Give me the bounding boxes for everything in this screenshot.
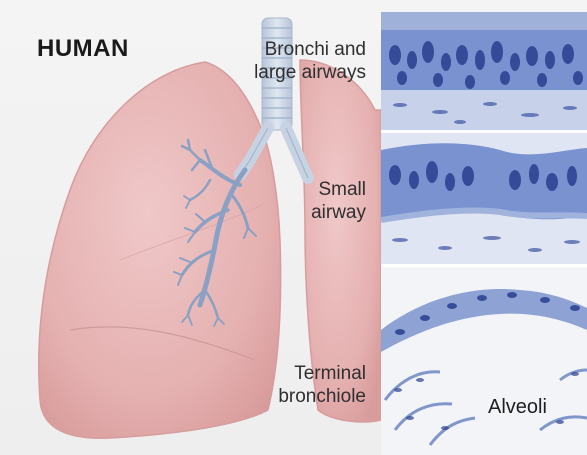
label-terminal-line2: bronchiole bbox=[278, 385, 366, 408]
label-bronchi: Bronchi and large airways bbox=[254, 38, 366, 84]
label-bronchi-line1: Bronchi and bbox=[254, 38, 366, 61]
label-small-line1: Small bbox=[311, 178, 366, 201]
label-alveoli: Alveoli bbox=[488, 396, 547, 419]
left-lung bbox=[39, 62, 281, 438]
label-terminal-line1: Terminal bbox=[278, 362, 366, 385]
label-bronchi-line2: large airways bbox=[254, 61, 366, 84]
histology-bronchi bbox=[381, 12, 587, 130]
histology-small-airway bbox=[381, 132, 587, 265]
histology-terminal-bronchiole bbox=[381, 267, 587, 455]
figure-title: HUMAN bbox=[37, 35, 129, 63]
label-terminal-bronchiole: Terminal bronchiole bbox=[278, 362, 366, 408]
label-small-airway: Small airway bbox=[311, 178, 366, 224]
label-small-line2: airway bbox=[311, 201, 366, 224]
